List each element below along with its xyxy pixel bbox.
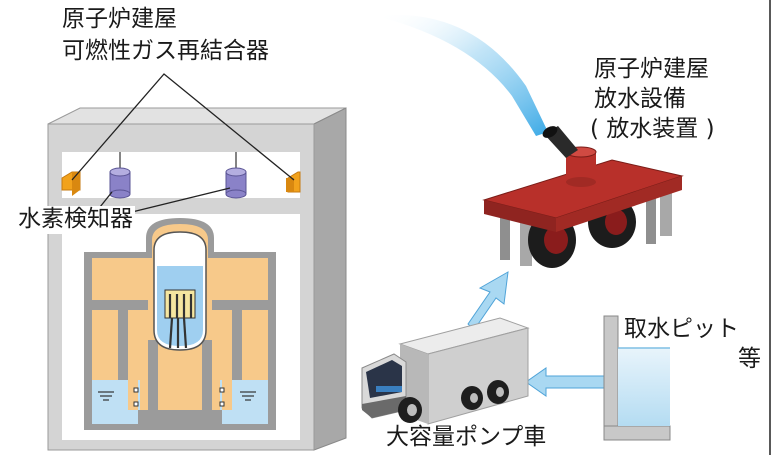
pump-truck (361, 317, 530, 425)
label-water-cannon-line1: 原子炉建屋 (594, 56, 709, 82)
hydrogen-detector-right (225, 152, 247, 199)
label-recombiner-line1: 原子炉建屋 (62, 6, 177, 32)
reactor-pressure-vessel (153, 231, 207, 351)
intake-pit (603, 315, 671, 441)
operating-floor (62, 152, 300, 198)
water-cannon-device (482, 126, 684, 268)
water-spray-arc (376, 14, 548, 137)
label-intake-line1: 取水ピット (624, 316, 739, 342)
label-water-cannon-line3: ( 放水装置 ) (590, 116, 715, 142)
label-pump-truck: 大容量ポンプ車 (386, 424, 547, 450)
label-hydrogen-detector: 水素検知器 (16, 206, 135, 234)
building-side-wall (313, 107, 347, 451)
water-level-marks (98, 391, 256, 401)
label-recombiner-line2: 可燃性ガス再結合器 (62, 38, 269, 64)
hydrogen-detector-left (109, 152, 131, 199)
building-roof (47, 107, 347, 125)
label-water-cannon-line2: 放水設備 (594, 86, 686, 112)
arrow-pit-to-truck (525, 367, 607, 397)
label-intake-line2: 等 (738, 346, 761, 372)
